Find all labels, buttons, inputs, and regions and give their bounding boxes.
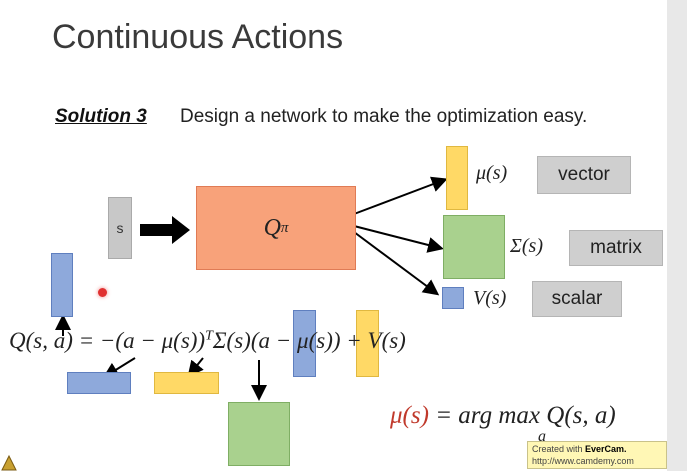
scalar-tag: scalar — [532, 281, 622, 317]
evercam-watermark: Created with EverCam. http://www.camdemy… — [527, 441, 667, 469]
equation-rhs-part2: Σ(s)( — [212, 328, 259, 353]
watermark-url: http://www.camdemy.com — [532, 456, 634, 466]
solution-label: Solution 3 — [55, 106, 147, 127]
argmax-subscript: a — [538, 428, 546, 445]
transposed-mu-bar — [154, 372, 219, 394]
equation-s: s — [316, 328, 326, 353]
q-function-equation: Q(s, a) = −(a − μ(s))TΣ(s)(a − μ(s)) + V… — [9, 328, 406, 354]
argmax-formula: μ(s) = arg max Q(s, a) — [390, 402, 616, 430]
input-arrow — [140, 216, 190, 244]
argmax-mu: μ(s) — [390, 402, 429, 429]
v-output-label: V(s) — [473, 287, 507, 309]
solution-text: Design a network to make the optimizatio… — [180, 106, 588, 127]
sigma-square-below — [228, 402, 290, 466]
q-label: Q — [263, 214, 281, 241]
equation-a: a — [258, 328, 271, 353]
arrow-to-yellow-bar — [187, 357, 204, 378]
action-vector-bar — [51, 253, 73, 317]
cursor-dot — [98, 288, 107, 297]
v-scalar-square — [442, 287, 464, 309]
arrow-to-v — [353, 231, 440, 296]
corner-logo-icon — [1, 454, 17, 471]
mu-output-label: μ(s) — [476, 162, 508, 184]
mu-vector-bar — [446, 146, 468, 210]
vector-tag: vector — [537, 156, 631, 194]
watermark-prefix: Created with — [532, 444, 586, 454]
transposed-action-bar — [67, 372, 131, 394]
equation-lhs: Q(s, a) — [9, 328, 73, 353]
equation-minus-mu: − μ( — [270, 328, 317, 353]
matrix-tag: matrix — [569, 230, 663, 266]
equation-transpose: T — [205, 328, 213, 344]
arrow-to-mu — [353, 176, 448, 215]
equation-rhs-part1: = −(a − μ(s)) — [78, 328, 206, 353]
q-superscript: π — [280, 219, 289, 236]
sigma-output-label: Σ(s) — [510, 235, 543, 257]
sigma-matrix-square — [443, 215, 505, 279]
arrow-to-sigma — [353, 225, 444, 253]
s-highlight-bar — [356, 310, 379, 377]
argmax-rest: = arg max Q(s, a) — [428, 402, 616, 429]
equation-rhs-part3: )) + V(s) — [325, 328, 406, 353]
slide-title: Continuous Actions — [52, 18, 344, 56]
watermark-brand: EverCam. — [585, 444, 627, 454]
state-input-box: s — [108, 197, 132, 259]
video-side-strip — [667, 0, 687, 471]
a-highlight-bar — [293, 310, 316, 377]
